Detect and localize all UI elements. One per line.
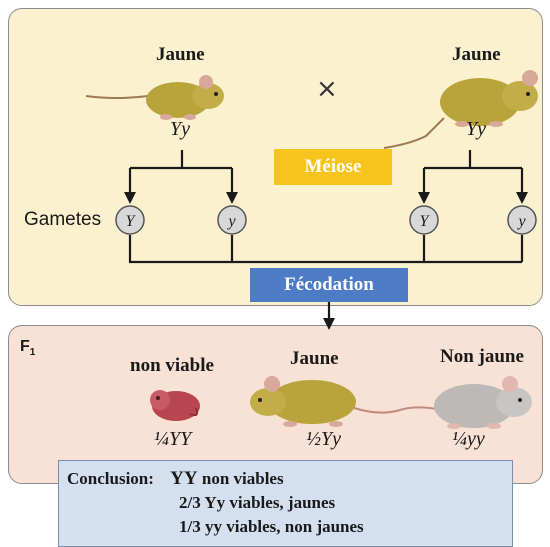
left-parent-genotype: Yy [170, 118, 190, 140]
right-parent-genotype: Yy [466, 118, 486, 140]
conclusion-line-2: 2/3 Yy viables, jaunes [179, 493, 336, 512]
gametes-label: Gametes [24, 209, 102, 230]
offspring-nonviable-ratio: ¼YY [154, 428, 191, 451]
gamete-circle [409, 205, 439, 235]
left-meiosis-lines [128, 150, 234, 196]
meiose-label: Méiose [274, 149, 392, 185]
yellow-mouse-icon [383, 70, 538, 149]
gamete-allele: Y [420, 213, 431, 230]
gamete-circle [115, 205, 145, 235]
genotype: Yy [321, 428, 341, 450]
genotype: yy [467, 428, 485, 450]
offspring-jaune-ratio: ½Yy [306, 428, 341, 451]
fraction: ¼ [154, 428, 169, 450]
fecondation-label: Fécodation [250, 268, 408, 302]
offspring-nonjaune-ratio: ¼yy [452, 428, 485, 451]
fraction: ¼ [452, 428, 467, 450]
gamete-allele: y [516, 213, 526, 230]
f1-label: F1 [20, 338, 36, 359]
left-parent-phenotype: Jaune [156, 44, 205, 65]
gamete-allele: y [226, 213, 236, 230]
offspring-nonviable-label: non viable [130, 355, 214, 376]
conclusion-yy-genotype: YY [170, 468, 198, 489]
f1-arrow-head [323, 318, 335, 330]
cross-symbol: × [316, 74, 338, 104]
fraction: ½ [306, 428, 321, 450]
yellow-mouse-icon [86, 75, 224, 120]
gamete-circle [507, 205, 537, 235]
conclusion-box: Conclusion: YY non viables 2/3 Yy viable… [58, 460, 513, 547]
yellow-mouse-icon [250, 376, 450, 427]
gamete-circle [217, 205, 247, 235]
offspring-nonjaune-label: Non jaune [440, 346, 524, 367]
conclusion-title: Conclusion: [67, 469, 154, 488]
conclusion-line-1: Conclusion: YY non viables [67, 467, 512, 491]
embryo-icon [150, 390, 200, 421]
grey-mouse-icon [434, 376, 532, 429]
right-meiosis-lines [422, 150, 524, 196]
offspring-jaune-label: Jaune [290, 348, 339, 369]
right-parent-phenotype: Jaune [452, 44, 501, 65]
gamete-allele: Y [126, 213, 137, 230]
conclusion-yy-text: non viables [201, 469, 284, 488]
fecondation-bracket [128, 235, 524, 264]
conclusion-line-3: 1/3 yy viables, non jaunes [179, 517, 364, 536]
genotype: YY [169, 428, 192, 450]
